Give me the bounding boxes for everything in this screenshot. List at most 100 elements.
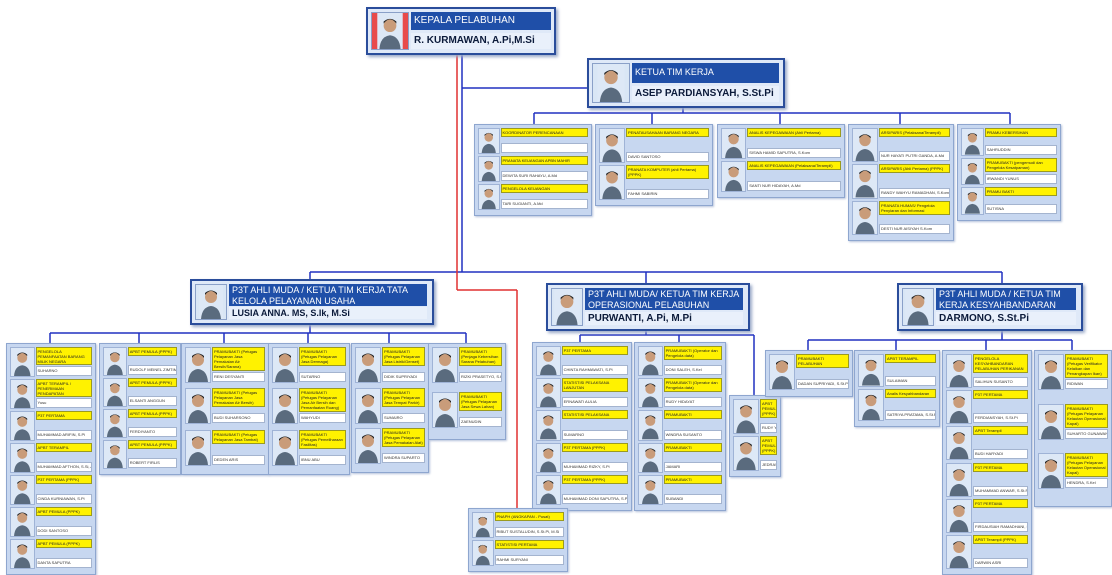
unit-card-kesyahbandaran: P3T AHLI MUDA / KETUA TIM KERJA KESYAHBA… xyxy=(897,283,1083,331)
staff-name: FAHMI SABIRIN xyxy=(626,189,709,199)
unit-name: LUSIA ANNA. MS, S.Ik, M.Si xyxy=(229,307,427,319)
staff-role: PENGELOLA KESYAHBANDARAN PELABUHAN PERIK… xyxy=(973,354,1028,373)
staff-name: WINDRA SUPARTO xyxy=(382,453,425,464)
staff-name: RUDY YANTO xyxy=(760,423,777,433)
staff-role: PENGELOLA KEUANGAN xyxy=(500,184,588,193)
staff-photo xyxy=(638,346,663,377)
head-name: R. KURMAWAN, A.Pi,M.Si xyxy=(411,33,551,49)
staff-role: P3T PERTAMA xyxy=(35,411,92,420)
staff-role: PRAMUBAKTI (Petugas Pelayanan Jasa Tempa… xyxy=(382,387,425,407)
staff-member: PRAMUBAKTI (Petugas Pelayanan Jasa Derma… xyxy=(272,347,346,383)
staff-member: PRAMUBAKTI (Petugas Pelayanan Jasa Tamba… xyxy=(185,429,265,466)
staff-role: PNAPH (ANGKAPAN - Pusat) xyxy=(494,512,564,521)
staff-role: PRAMUBAKTI (Petugas Pemeliharaan Fasilit… xyxy=(299,429,346,449)
staff-group: PENGELOLA KESYAHBANDARAN PELABUHAN PERIK… xyxy=(942,350,1032,575)
staff-member: APBT Terampil (PPPK)DARWIN ASRI xyxy=(946,534,1028,569)
staff-role: ANALIS KEPEGAWAIAN (Pelaksana/Terampil) xyxy=(747,161,841,170)
staff-role: PRAMUBAKTI (Petugas Pelayanan Jasa Air B… xyxy=(299,388,346,413)
staff-role: P3T PERTAMA xyxy=(561,346,628,355)
staff-group: PRAMUBAKTI (Petugas Pelayanan Jasa Pemak… xyxy=(181,343,269,475)
staff-name: MUHAMMAD ANWAR, S.St.Pi xyxy=(973,485,1028,496)
staff-role: PRAMUBAKTI xyxy=(663,410,722,420)
staff-role: PRAMUBAKTI (Petugas Pelayanan Jasa Pemak… xyxy=(382,428,425,448)
staff-photo xyxy=(536,442,561,473)
staff-name: MUHAMMAD AFTHON, S.Si, A.Md xyxy=(35,462,92,472)
staff-member: APBT PEMULA (PPPK)JEDRAS xyxy=(733,436,777,471)
staff-role: P3T PERTAMA xyxy=(973,462,1028,472)
staff-member: ARSIPARIS (Pelaksana/Terampil)NUR HAYATI… xyxy=(852,128,950,163)
staff-member: APBT PEMULA (PPPK)FERDIYANTO xyxy=(103,409,177,438)
staff-photo xyxy=(721,161,747,192)
staff-role: PRAMUBAKTI xyxy=(663,474,722,484)
staff-role: KOORDINATOR PERENCANAAN xyxy=(500,128,588,137)
staff-photo xyxy=(946,390,972,425)
staff-name: WAHYUDI xyxy=(299,413,346,424)
staff-photo xyxy=(1038,453,1064,490)
staff-name: Yusu xyxy=(35,398,92,408)
staff-group: APBT PEMULA (PPPK) RUDY YANTO APBT PEMULA … xyxy=(729,395,781,477)
staff-photo xyxy=(1038,354,1064,390)
staff-group: APBT PEMULA (PPPK)RUDOLF MEINEL ZIMTIM AP… xyxy=(99,343,181,475)
staff-role: PRAMUBAKTI (Petugas Pelayanan Kelautan O… xyxy=(1065,453,1108,478)
staff-photo xyxy=(472,540,494,566)
staff-name: MUHAMMAD DONI SAPUTRA, S.Pi xyxy=(561,493,628,504)
staff-role: PRAMUBAKTI (Petugas Pelayanan Jasa Derma… xyxy=(299,347,346,366)
staff-role: APBT TERAMPIL / PENERIMAAN PENDAPATAN xyxy=(35,379,92,397)
staff-photo xyxy=(946,426,972,461)
staff-role: APBT PEMULA (PPPK) xyxy=(760,399,777,418)
staff-role: PRANATA KEUANGAN APBN MAHIR xyxy=(500,156,588,165)
staff-member: PRAMUBAKTI (Petugas Pelayanan Kelautan O… xyxy=(1038,453,1108,490)
staff-name: BUDI HARYADI xyxy=(973,449,1028,460)
staff-name: DONI SALEH, S.Kel xyxy=(663,365,722,376)
staff-role: P3T PERTAMA (PPPK) xyxy=(561,474,628,484)
staff-name: TARI SUGIANTI, A.Md xyxy=(500,199,588,209)
ketua-photo xyxy=(592,63,630,103)
staff-photo xyxy=(272,429,298,466)
staff-group: ARSIPARIS (Pelaksana/Terampil)NUR HAYATI… xyxy=(848,124,954,241)
staff-member: PRAMUBAKTI (Petugas Pemeliharaan Fasilit… xyxy=(272,429,346,466)
staff-name: MUHAMMAD RIZKY, S.Pi xyxy=(561,461,628,472)
staff-photo xyxy=(103,347,127,376)
ketua-name: ASEP PARDIANSYAH, S.St.Pi xyxy=(632,86,779,102)
unit-name: PURWANTI, A.Pi, M.Pi xyxy=(585,312,743,325)
staff-photo xyxy=(638,410,663,441)
staff-photo xyxy=(536,346,561,377)
staff-photo xyxy=(478,184,500,210)
staff-role: APBT PEMULA (PPPK) xyxy=(35,539,92,548)
staff-member: APBT PEMULA (PPPK)ROBERT FIRLIS xyxy=(103,440,177,469)
staff-photo xyxy=(10,539,35,569)
staff-role: PRAMUBAKTI xyxy=(663,442,722,452)
unit-photo xyxy=(902,288,934,326)
staff-photo xyxy=(10,379,35,409)
staff-name: WINDRA SUSANTO xyxy=(663,429,722,440)
staff-group: PNAPH (ANGKAPAN - Pusat)RIBUT SUSTALUDIN… xyxy=(468,508,568,572)
staff-name: JEDRAS xyxy=(760,460,777,470)
staff-member: APBT PEMULA (PPPK)DANTA SAPUTRA xyxy=(10,539,92,569)
staff-name: DEDEN ARIS xyxy=(212,454,265,465)
staff-member: KOORDINATOR PERENCANAAN xyxy=(478,128,588,154)
staff-photo xyxy=(355,347,381,383)
staff-name: ZAENUDIN xyxy=(459,416,502,427)
staff-group: PRAMUBAKTI (Petugas Pelayanan Jasa Derma… xyxy=(268,343,350,475)
head-card: KEPALA PELABUHAN R. KURMAWAN, A.Pi,M.Si xyxy=(366,7,556,55)
staff-photo xyxy=(103,378,127,407)
staff-name: ERNAWATI AULIA xyxy=(561,397,628,408)
staff-photo xyxy=(769,354,795,390)
staff-photo xyxy=(432,347,458,383)
staff-photo xyxy=(185,388,211,425)
staff-name: SATRIYA PRATAMA, S.St.Pi xyxy=(885,410,936,420)
staff-member: APBT PEMULA (PPPK)RUDOLF MEINEL ZIMTIM xyxy=(103,347,177,376)
staff-name: SUTISNA xyxy=(984,203,1057,214)
staff-photo xyxy=(638,474,663,505)
staff-name: DIDIK SUPRIYADI xyxy=(382,372,425,382)
staff-member: PRAMUBAKTI (Petugas Pelayanan Jasa Listr… xyxy=(355,347,425,383)
staff-member: PRAMUBAKTI WINDRA SUSANTO xyxy=(638,410,722,441)
unit-card-tata-kelola: P3T AHLI MUDA / KETUA TIM KERJA TATA KEL… xyxy=(190,279,434,325)
staff-member: PRAMUBAKTI (Petugas Pelayanan Jasa Tempa… xyxy=(355,387,425,424)
